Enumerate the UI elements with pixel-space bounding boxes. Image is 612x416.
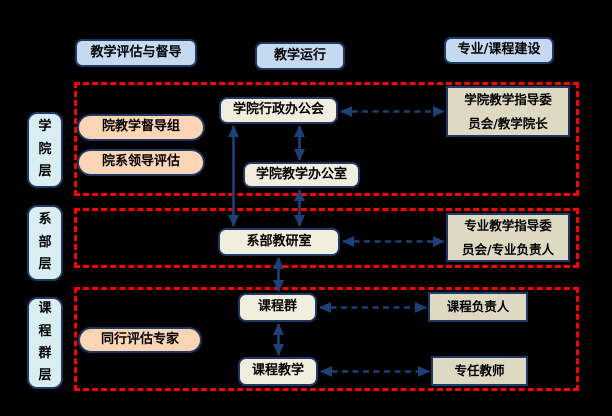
node-label-line2: 员会/教学院长 xyxy=(468,115,548,131)
node-label: 同行评估专家 xyxy=(100,331,179,347)
node-label-line1: 专业教学指导委 xyxy=(464,218,552,234)
node-label: 专任教师 xyxy=(454,363,505,379)
course-group-layer-frame xyxy=(74,287,579,391)
node-label: 院系领导评估 xyxy=(101,154,180,170)
header-teaching-evaluation-supervision: 教学评估与督导 xyxy=(75,39,197,67)
header-label: 专业/课程建设 xyxy=(457,42,541,58)
department-layer-frame xyxy=(74,208,579,268)
node-college-admin-meeting: 学院行政办公会 xyxy=(219,97,338,124)
node-dept-teaching-research-office: 系部教研室 xyxy=(218,228,340,256)
header-label: 教学运行 xyxy=(273,47,326,63)
node-label: 课程群 xyxy=(257,299,297,315)
node-label: 课程负责人 xyxy=(446,299,510,315)
header-major-course-construction: 专业/课程建设 xyxy=(444,37,554,64)
node-label-line2: 员会/专业负责人 xyxy=(461,241,555,257)
node-college-steering-committee: 学院教学指导委 员会/教学院长 xyxy=(446,86,570,137)
node-course-leader: 课程负责人 xyxy=(428,292,528,322)
node-label: 系部教研室 xyxy=(246,233,312,249)
side-label-department-level: 系部层 xyxy=(27,205,63,281)
header-label: 教学评估与督导 xyxy=(90,44,182,60)
side-label-course-group-level: 课程群层 xyxy=(27,297,63,389)
college-layer-frame xyxy=(74,82,579,196)
node-label: 学院教学办公室 xyxy=(255,166,347,182)
node-label: 院教学督导组 xyxy=(101,119,180,135)
node-peer-evaluation-experts: 同行评估专家 xyxy=(78,327,202,353)
node-course-teaching: 课程教学 xyxy=(238,357,318,386)
header-teaching-operation: 教学运行 xyxy=(255,42,345,70)
node-label-line1: 学院教学指导委 xyxy=(464,92,552,108)
node-label: 学院行政办公会 xyxy=(232,102,324,118)
node-major-steering-committee: 专业教学指导委 员会/专业负责人 xyxy=(446,213,570,262)
node-leader-evaluation: 院系领导评估 xyxy=(77,149,205,176)
node-supervision-group: 院教学督导组 xyxy=(77,114,205,141)
node-course-group: 课程群 xyxy=(238,293,317,322)
side-label-text: 系部层 xyxy=(38,212,52,273)
node-full-time-teachers: 专任教师 xyxy=(431,356,528,386)
side-label-text: 学院层 xyxy=(38,119,52,180)
side-label-text: 课程群层 xyxy=(38,301,52,384)
node-label: 课程教学 xyxy=(251,363,304,379)
side-label-college-level: 学院层 xyxy=(27,112,63,188)
node-college-teaching-office: 学院教学办公室 xyxy=(243,162,360,188)
